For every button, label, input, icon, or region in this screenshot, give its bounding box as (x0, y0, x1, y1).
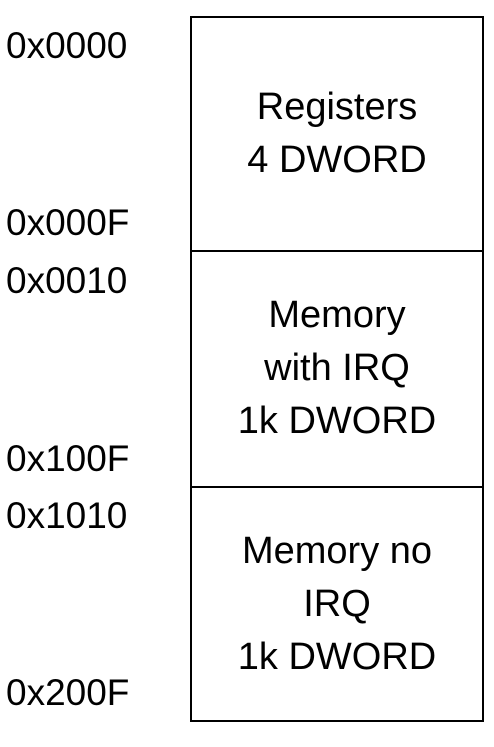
memory-with-irq-block: Memory with IRQ 1k DWORD (190, 250, 484, 488)
block-label-line: Memory no (241, 529, 433, 572)
address-end-memory-noirq: 0x200F (6, 672, 130, 713)
block-label-line: Memory (268, 293, 406, 336)
address-start-memory-irq: 0x0010 (6, 260, 128, 301)
address-start-memory-noirq: 0x1010 (6, 495, 128, 536)
registers-block: Registers 4 DWORD (190, 16, 484, 252)
block-label-line: Registers (256, 86, 418, 128)
block-label-line: with IRQ (264, 346, 410, 389)
block-label-line: 1k DWORD (237, 635, 437, 678)
address-start-registers: 0x0000 (6, 25, 128, 66)
address-end-registers: 0x000F (6, 202, 130, 243)
block-label-line: 4 DWORD (247, 139, 427, 181)
memory-no-irq-block: Memory no IRQ 1k DWORD (190, 486, 484, 722)
address-end-memory-irq: 0x100F (6, 438, 130, 479)
block-label-line: 1k DWORD (237, 399, 437, 442)
block-label-line: IRQ (303, 582, 371, 625)
